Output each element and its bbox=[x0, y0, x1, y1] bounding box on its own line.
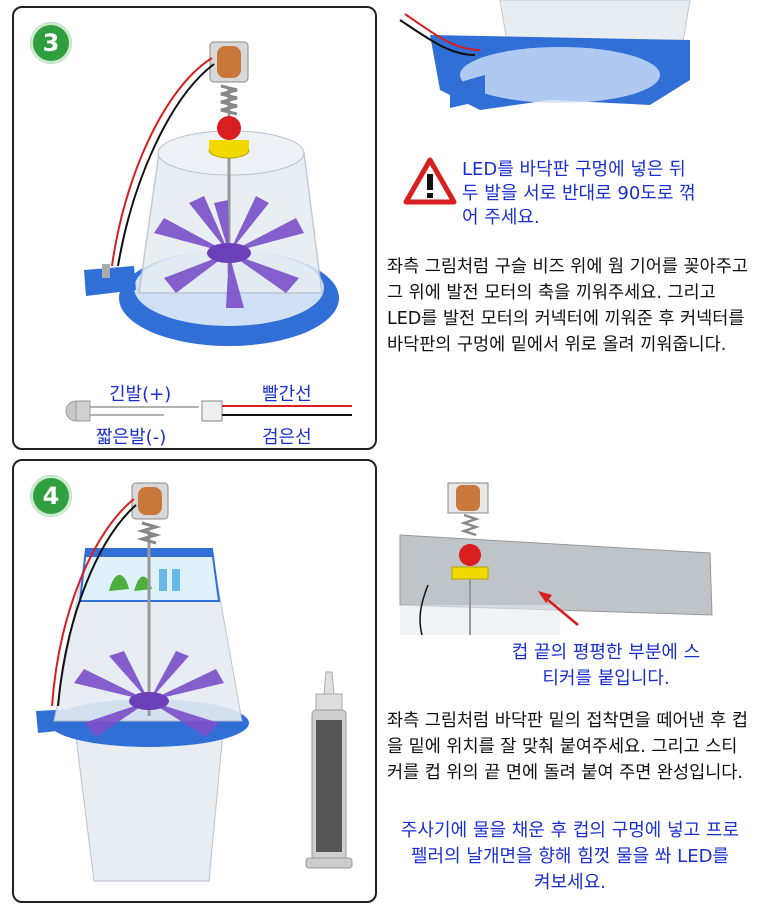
led-connector-illustration bbox=[65, 400, 352, 422]
step4-instructions: 좌측 그림처럼 바닥판 밑의 접착면을 떼어낸 후 컵을 밑에 위치를 잘 맞춰… bbox=[387, 711, 748, 783]
warning-triangle-icon bbox=[403, 157, 457, 205]
step3-instructions: 좌측 그림처럼 구슬 비즈 위에 웜 기어를 꽂아주고 그 위에 발전 모터의 … bbox=[387, 257, 748, 355]
step4-badge: 4 bbox=[30, 475, 72, 517]
step3-badge: 3 bbox=[30, 22, 72, 64]
syringe-illustration bbox=[305, 671, 353, 869]
sticker-note: 컵 끝의 평평한 부분에 스티커를 붙입니다. bbox=[511, 642, 701, 689]
long-leg-label: 긴발(+) bbox=[109, 384, 172, 405]
final-note: 주사기에 물을 채운 후 컵의 구멍에 넣고 프로펠러의 날개면을 향해 힘껏 … bbox=[400, 820, 740, 893]
short-leg-label: 짧은발(-) bbox=[96, 427, 167, 448]
step3-panel: 3 bbox=[12, 6, 377, 450]
warning-text: LED를 바닥판 구멍에 넣은 뒤 두 발을 서로 반대로 90도로 꺾어 주세… bbox=[462, 159, 696, 228]
sticker-closeup-illustration bbox=[399, 482, 713, 636]
base-closeup-illustration bbox=[399, 0, 691, 110]
step3-assembly-illustration bbox=[84, 41, 339, 346]
red-wire-label: 빨간선 bbox=[262, 384, 312, 405]
black-wire-label: 검은선 bbox=[262, 427, 312, 448]
step4-assembly-illustration bbox=[36, 482, 249, 882]
